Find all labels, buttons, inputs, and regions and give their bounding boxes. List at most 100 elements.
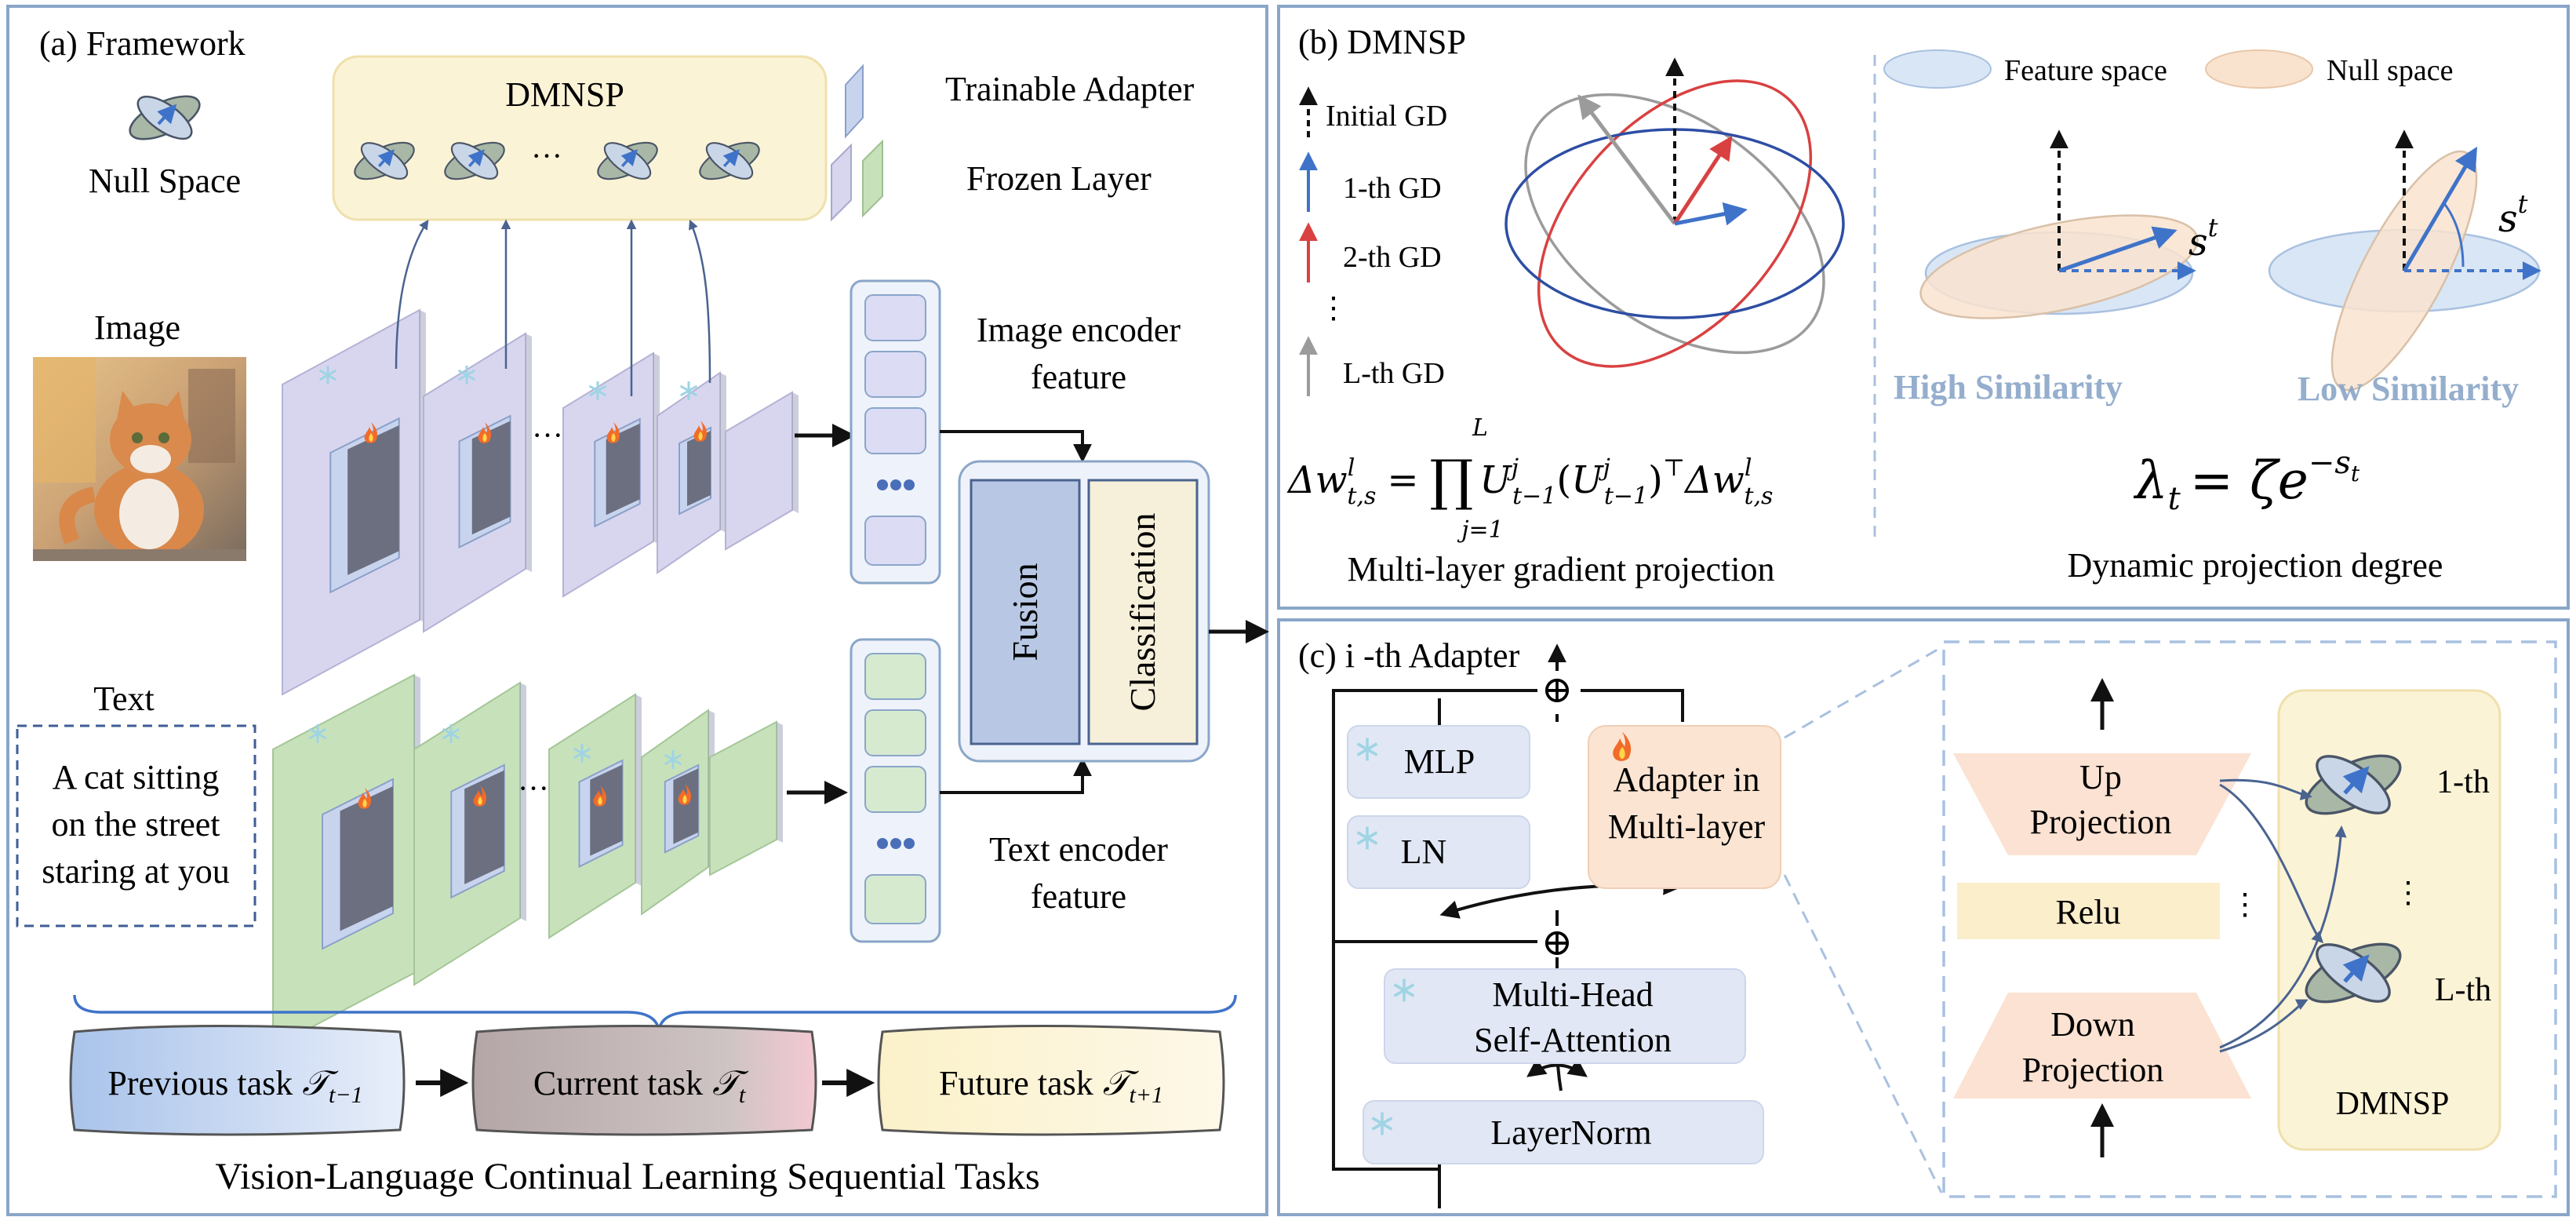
- feature-space-swatch: [1883, 49, 1992, 89]
- relu-box: [1957, 883, 2220, 939]
- first-th-label: 1-th: [2436, 764, 2490, 800]
- layer-to-dmnsp-arrows: [395, 219, 711, 396]
- text-feature-connector: [940, 757, 1092, 794]
- down-projection-line-1: Down: [2050, 1005, 2135, 1044]
- frozen-layer-label: Frozen Layer: [966, 159, 1152, 198]
- down-projection-shape: [1953, 993, 2251, 1099]
- mhsa-line-1: Multi-Head: [1492, 975, 1653, 1014]
- image-label: Image: [94, 308, 180, 347]
- null-space-icon: [699, 141, 760, 180]
- fire-icon: [478, 422, 491, 443]
- up-projection-shape: [1953, 753, 2251, 855]
- snowflake-icon: [442, 724, 460, 743]
- null-space-icon: [129, 95, 201, 140]
- null-space-icon: [444, 141, 505, 180]
- ln-box: [1347, 815, 1530, 889]
- snowflake-icon: [588, 381, 607, 400]
- panel-a-caption: Vision-Language Continual Learning Seque…: [215, 1156, 1039, 1197]
- snowflake-icon: [1356, 738, 1378, 761]
- l-th-label: L-th: [2435, 972, 2491, 1008]
- prod-bottom: j=1: [1457, 516, 1504, 544]
- future-task-box: [877, 1025, 1225, 1136]
- high-similarity-diagram: [1919, 129, 2199, 319]
- snowflake-icon: [1393, 978, 1415, 1002]
- trainable-adapter-label: Trainable Adapter: [945, 70, 1195, 108]
- null-space-icon: [597, 141, 658, 180]
- image-feature-line-1: Image encoder: [977, 311, 1181, 349]
- up-projection-line-1: Up: [2079, 758, 2122, 796]
- snowflake-icon: [1371, 1112, 1393, 1135]
- lambda-formula: λt= ζe−st: [2133, 445, 2360, 517]
- fusion-box: [970, 479, 1081, 745]
- text-encoder-stack: [272, 673, 783, 1049]
- fusion-label: Fusion: [1005, 563, 1045, 661]
- text-stack-dots: ···: [518, 771, 549, 806]
- image-stack-dots: ···: [532, 417, 563, 453]
- null-space-icon: [2305, 942, 2402, 1004]
- snowflake-icon: [679, 381, 698, 400]
- fire-icons: [358, 421, 1632, 809]
- projection-to-dmnsp-arrows: [2219, 778, 2347, 1053]
- panel-b-title: (b) DMNSP: [1298, 23, 1466, 61]
- low-similarity-label: Low Similarity: [2298, 370, 2519, 408]
- text-prompt-line-2: on the street: [51, 805, 220, 844]
- low-similarity-diagram: [2268, 129, 2541, 392]
- dmnsp-side-label: DMNSP: [2336, 1086, 2450, 1122]
- high-st-label: st: [2189, 213, 2218, 264]
- null-space-icon: [2305, 754, 2402, 815]
- dmnsp-icon-row: [354, 141, 760, 180]
- null-space-swatch: [2205, 49, 2313, 89]
- adapter-line-1: Adapter in: [1614, 760, 1760, 799]
- first-gd-label: 1-th GD: [1343, 172, 1442, 205]
- snowflake-icon: [308, 724, 327, 743]
- relu-vdots: ⋮: [2230, 888, 2260, 921]
- gradient-ellipses: [1504, 57, 1845, 368]
- snowflake-icons: [308, 366, 1415, 1135]
- panel-a-title: (a) Framework: [39, 24, 246, 63]
- snowflake-icon: [664, 750, 682, 769]
- image-encoder-stack: [282, 308, 799, 696]
- mlp-label: MLP: [1404, 742, 1475, 781]
- text-feature-line-2: feature: [1031, 877, 1126, 916]
- previous-task-box: [69, 1025, 406, 1136]
- panel-c-title: (c) i -th Adapter: [1298, 636, 1520, 675]
- task-brace: [73, 994, 1237, 1030]
- dmnsp-box-label: DMNSP: [505, 75, 624, 114]
- text-prompt-box: [16, 724, 257, 927]
- classification-label: Classification: [1122, 513, 1162, 712]
- mlp-box: [1347, 725, 1530, 799]
- adapter-line-2: Multi-layer: [1608, 807, 1766, 846]
- last-gd-label: L-th GD: [1343, 357, 1445, 390]
- fire-icon: [678, 784, 691, 805]
- relu-label: Relu: [2055, 893, 2120, 931]
- snowflake-icon: [318, 366, 337, 384]
- null-space-swatch-label: Null space: [2327, 54, 2453, 87]
- low-st-label: st: [2498, 189, 2528, 241]
- layernorm-box: [1363, 1100, 1764, 1164]
- text-prompt-line-3: staring at you: [42, 852, 230, 891]
- top-plus: ⊕: [1541, 669, 1573, 711]
- feature-space-label: Feature space: [2004, 54, 2167, 87]
- text-prompt-line-1: A cat sitting: [53, 758, 220, 796]
- trainable-adapter-icon: [845, 64, 864, 139]
- fire-icon: [364, 422, 377, 443]
- zoom-box: [1942, 640, 2557, 1198]
- down-projection-line-2: Projection: [2022, 1051, 2164, 1089]
- dmnsp-side-icons: [2305, 754, 2402, 1004]
- snowflake-icon: [457, 366, 476, 384]
- text-feature-column: [850, 638, 941, 943]
- mid-plus: ⊕: [1541, 922, 1573, 964]
- prod-top: L: [1472, 414, 1488, 442]
- fire-icon: [473, 785, 486, 807]
- up-projection-line-2: Projection: [2030, 803, 2172, 841]
- frozen-layer-icon: [831, 139, 883, 222]
- snowflake-icon: [1356, 826, 1378, 850]
- zoom-line-bottom: [1783, 874, 1943, 1193]
- second-gd-label: 2-th GD: [1343, 241, 1442, 274]
- initial-gd-label: Initial GD: [1326, 100, 1447, 133]
- mhsa-line-2: Self-Attention: [1474, 1021, 1672, 1059]
